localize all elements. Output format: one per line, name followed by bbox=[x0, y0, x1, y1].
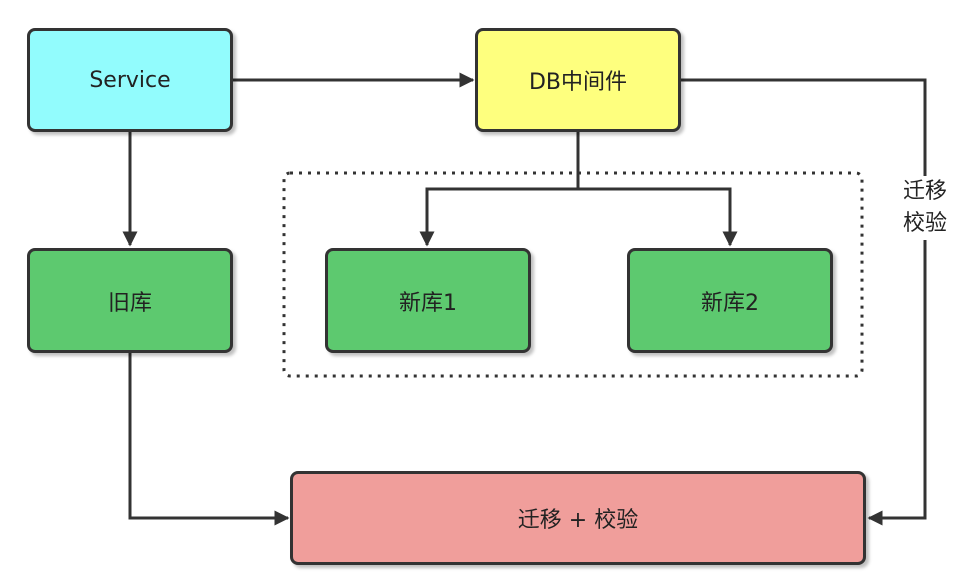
new-db-2-node: 新库2 bbox=[627, 248, 833, 353]
db-middleware-label: DB中间件 bbox=[528, 70, 628, 95]
edge-middleware-to-new-db-1 bbox=[419, 132, 580, 247]
edge-middleware-to-migrate bbox=[681, 78, 927, 526]
edge-label-line-2: 校验 bbox=[902, 211, 947, 236]
old-db-label: 旧库 bbox=[107, 290, 152, 316]
edge-old-db-to-migrate bbox=[128, 353, 290, 526]
migrate-verify-label: 迁移 + 校验 bbox=[517, 508, 639, 533]
service-label: Service bbox=[89, 67, 171, 93]
old-db-node: 旧库 bbox=[27, 248, 233, 353]
migrate-verify-node: 迁移 + 校验 bbox=[290, 471, 866, 565]
new-db-2-label: 新库2 bbox=[701, 290, 759, 316]
new-db-1-label: 新库1 bbox=[399, 290, 457, 316]
db-middleware-node: DB中间件 bbox=[475, 28, 681, 132]
edge-middleware-to-new-db-2 bbox=[578, 187, 738, 247]
new-db-1-node: 新库1 bbox=[325, 248, 531, 353]
edge-label-line-1: 迁移 bbox=[902, 179, 947, 204]
edge-label-migrate-verify: 迁移 校验 bbox=[899, 176, 951, 240]
service-node: Service bbox=[27, 28, 233, 132]
